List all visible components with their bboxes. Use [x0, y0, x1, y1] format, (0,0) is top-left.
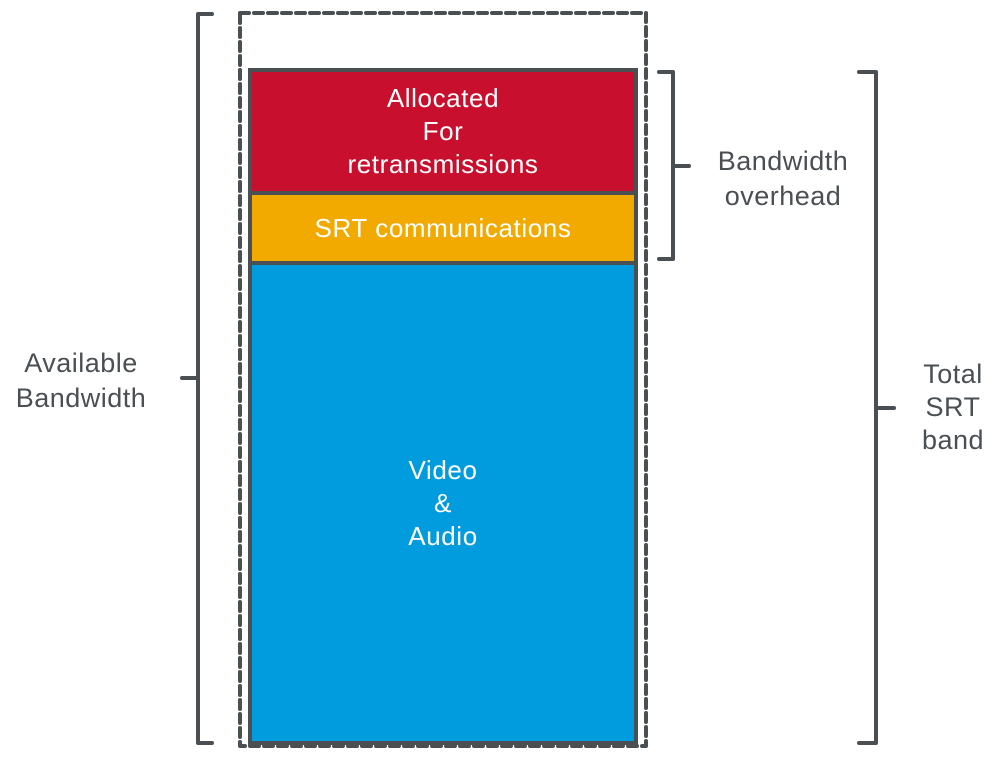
segment-label-line: Video [408, 454, 478, 485]
bar-segment-retransmissions: Allocated For retransmissions [252, 72, 634, 191]
bandwidth-overhead-bracket [657, 70, 675, 261]
label-line: SRT [925, 392, 981, 422]
label-line: overhead [724, 181, 842, 211]
available-bandwidth-brace [196, 12, 214, 745]
bandwidth-overhead-label: Bandwidth overhead [697, 144, 869, 214]
label-line: Bandwidth [15, 383, 147, 413]
segment-label-line: Audio [408, 520, 478, 551]
bar-segment-video-audio: Video & Audio [252, 261, 634, 741]
available-bandwidth-label: Available Bandwidth [0, 346, 162, 416]
segment-label-line: For [422, 116, 464, 146]
label-line: Total [923, 359, 983, 389]
segment-label-line: Allocated [386, 83, 500, 113]
label-line: Available [24, 348, 138, 378]
label-line: Bandwidth [717, 146, 849, 176]
total-srt-band-label: Total SRT band [901, 358, 1000, 457]
bandwidth-bar: Allocated For retransmissions SRT commun… [248, 68, 638, 745]
segment-label-line: retransmissions [347, 149, 539, 179]
bar-segment-srt-communications: SRT communications [252, 191, 634, 261]
segment-label-line: & [434, 487, 452, 518]
segment-label-line: SRT communications [314, 212, 572, 243]
label-line: band [921, 425, 985, 455]
